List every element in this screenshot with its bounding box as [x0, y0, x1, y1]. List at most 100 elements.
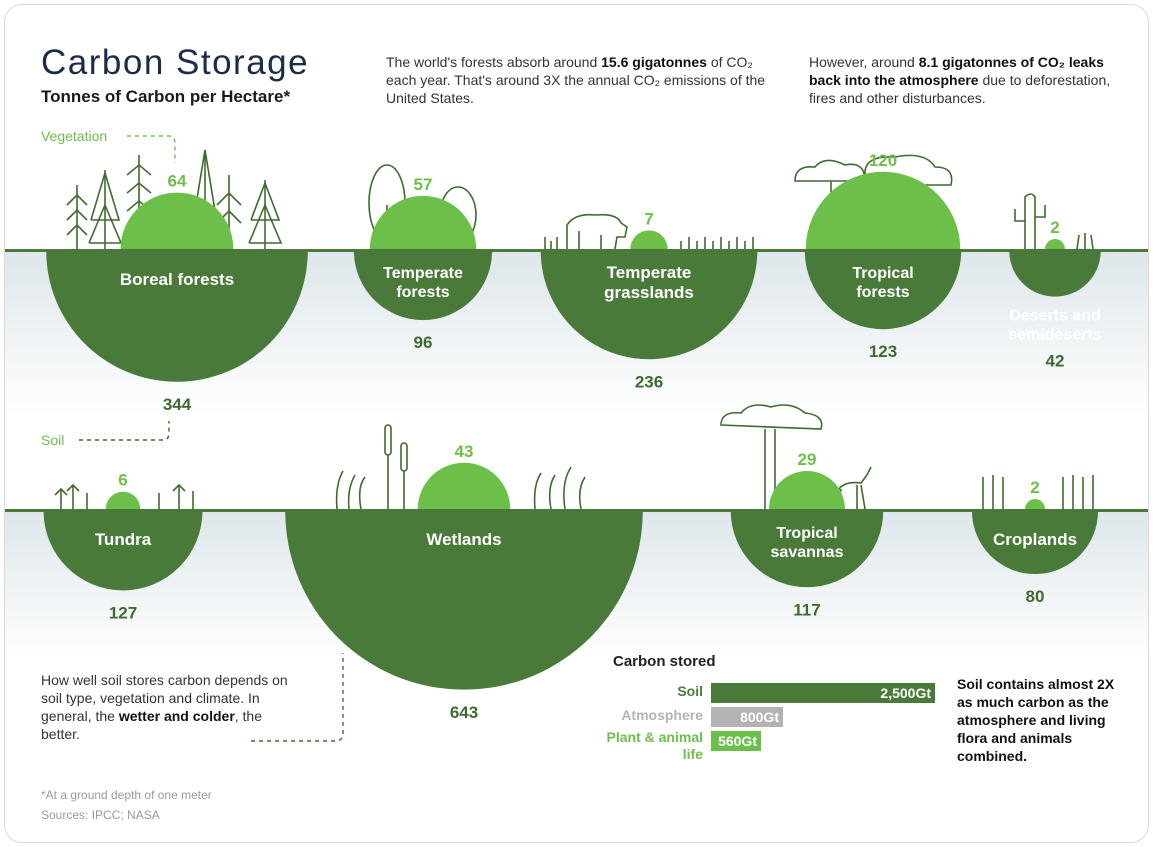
soil-note-part: , the better. [41, 708, 263, 742]
intro-text-bold: 8.1 gigatonnes of CO₂ leaks back into th… [809, 54, 1104, 88]
carbon-stored-title: Carbon stored [613, 653, 716, 670]
biome-name-line: Temperate [383, 265, 463, 282]
carbon-stored-summary: Soil contains almost 2X as much carbon a… [957, 676, 1115, 764]
biome-name-temperate-forests: Temperate forests [383, 265, 463, 301]
soil-semicircle-croplands [971, 511, 1099, 575]
footnote: *At a ground depth of one meter Sources:… [41, 785, 212, 825]
legend: Vegetation Soil [41, 128, 344, 742]
soil-value-boreal-forests: 344 [163, 395, 192, 414]
biome-name-line: Tropical [852, 265, 913, 282]
soil-value-temperate-forests: 96 [414, 333, 433, 352]
vegetation-semicircle-tropical-savannas [769, 471, 845, 509]
vegetation-semicircle-tropical-forests [805, 171, 961, 249]
carbon-stored-value: 560Gt [718, 733, 757, 749]
reed-icon [335, 424, 586, 510]
biome-name-tropical-savannas: Tropical savannas [771, 525, 844, 561]
ground-line-bottom [5, 509, 1148, 512]
carbon-stored-label: Soil [677, 683, 703, 699]
page-subtitle: Tonnes of Carbon per Hectare* [41, 87, 291, 106]
soil-value-temperate-grasslands: 236 [635, 372, 663, 391]
intro-text-forests: The world's forests absorb around 15.6 g… [386, 53, 766, 107]
soil-value-wetlands: 643 [450, 703, 478, 722]
biome-name-line: forests [396, 284, 449, 301]
soil-semicircle-wetlands [285, 511, 643, 690]
footnote-depth: *At a ground depth of one meter [41, 788, 212, 802]
cactus-icon [1014, 193, 1094, 250]
vegetation-value-tropical-savannas: 29 [798, 450, 817, 469]
intro-text-part: The world's forests absorb around [386, 54, 602, 70]
biome-name-tundra: Tundra [95, 530, 152, 549]
soil-semicircle-tropical-forests [804, 251, 962, 330]
vegetation-value-deserts-and-semideserts: 2 [1050, 218, 1059, 237]
biome-name-wetlands: Wetlands [426, 530, 501, 549]
biome-name-line: Temperate [607, 263, 692, 282]
carbon-stored-row: Atmosphere 800Gt [613, 707, 943, 727]
footnote-sources: Sources: IPCC; NASA [41, 808, 160, 822]
carbon-stored-bar: 560Gt [711, 731, 761, 751]
vegetation-semicircle-deserts-and-semideserts [1045, 239, 1065, 249]
soil-semicircle-boreal-forests [46, 251, 308, 382]
intro-text-leaks: However, around 8.1 gigatonnes of CO₂ le… [809, 53, 1139, 107]
legend-soil-label: Soil [41, 432, 64, 448]
biome-name-line: Tropical [776, 525, 837, 542]
vegetation-semicircle-temperate-grasslands [630, 230, 668, 249]
biome-name-line: semideserts [1008, 327, 1101, 344]
grass-icon [544, 237, 754, 249]
soil-value-tropical-forests: 123 [869, 342, 897, 361]
intro-text-part: of CO₂ each year. That's around 3X the a… [386, 54, 766, 106]
shrub-icon [54, 483, 194, 509]
infographic-card: Carbon Storage Tonnes of Carbon per Hect… [4, 4, 1149, 843]
soil-note-leader [251, 653, 344, 742]
biome-name-tropical-forests: Tropical forests [852, 265, 913, 301]
biome-name-croplands: Croplands [993, 530, 1077, 549]
vegetation-value-croplands: 2 [1030, 478, 1039, 497]
vegetation-value-tropical-forests: 120 [869, 151, 897, 170]
ground-line-top [5, 249, 1148, 252]
soil-value-tundra: 127 [109, 603, 137, 622]
biome-name-line: Tundra [95, 530, 152, 549]
vegetation-value-temperate-forests: 57 [414, 175, 433, 194]
soil-note: How well soil stores carbon depends on s… [41, 671, 301, 743]
soil-value-deserts-and-semideserts: 42 [1046, 352, 1065, 371]
wheat-icon [982, 475, 1094, 509]
legend-soil-leader [79, 421, 170, 441]
soil-value-tropical-savannas: 117 [793, 600, 820, 619]
carbon-stored-row: Plant & animal life 560Gt [607, 729, 943, 762]
carbon-stored-value: 800Gt [740, 709, 779, 725]
intro-text-bold: 15.6 gigatonnes [601, 54, 707, 70]
biome-name-line: grasslands [604, 283, 694, 302]
soil-semicircle-tundra [43, 511, 203, 591]
soil-semicircle-tropical-savannas [730, 511, 884, 588]
vegetation-value-temperate-grasslands: 7 [644, 209, 653, 228]
carbon-stored-label: Plant & animal life [606, 729, 703, 762]
soil-semicircle-deserts-and-semideserts [1009, 251, 1101, 297]
legend-vegetation-leader [127, 135, 176, 163]
carbon-stored-bar: 800Gt [711, 707, 783, 727]
biome-name-line: savannas [771, 544, 844, 561]
soil-value-croplands: 80 [1026, 587, 1045, 606]
vegetation-value-tundra: 6 [118, 471, 127, 490]
vegetation-value-wetlands: 43 [455, 442, 474, 461]
soil-note-part: How well soil stores carbon depends on s… [41, 672, 288, 724]
carbon-stored-bar: 2,500Gt [711, 683, 935, 703]
vegetation-value-boreal-forests: 64 [168, 172, 187, 191]
biome-name-boreal-forests: Boreal forests [120, 270, 234, 289]
biome-name-line: Croplands [993, 530, 1077, 549]
vegetation-semicircle-tundra [105, 491, 141, 509]
carbon-stored-label: Atmosphere [621, 707, 703, 723]
page-title: Carbon Storage [41, 43, 310, 82]
biome-name-line: Wetlands [426, 530, 501, 549]
biome-name-line: forests [856, 284, 909, 301]
vegetation-semicircle-temperate-forests [369, 195, 477, 249]
legend-vegetation-label: Vegetation [41, 128, 107, 144]
intro-text-part: However, around [809, 54, 919, 70]
bison-icon [566, 213, 628, 250]
vegetation-semicircle-wetlands [417, 462, 511, 509]
soil-note-bold: wetter and colder [118, 708, 235, 724]
intro-text-part: due to deforestation, fires and other di… [809, 72, 1111, 106]
biome-name-line: Boreal forests [120, 270, 234, 289]
